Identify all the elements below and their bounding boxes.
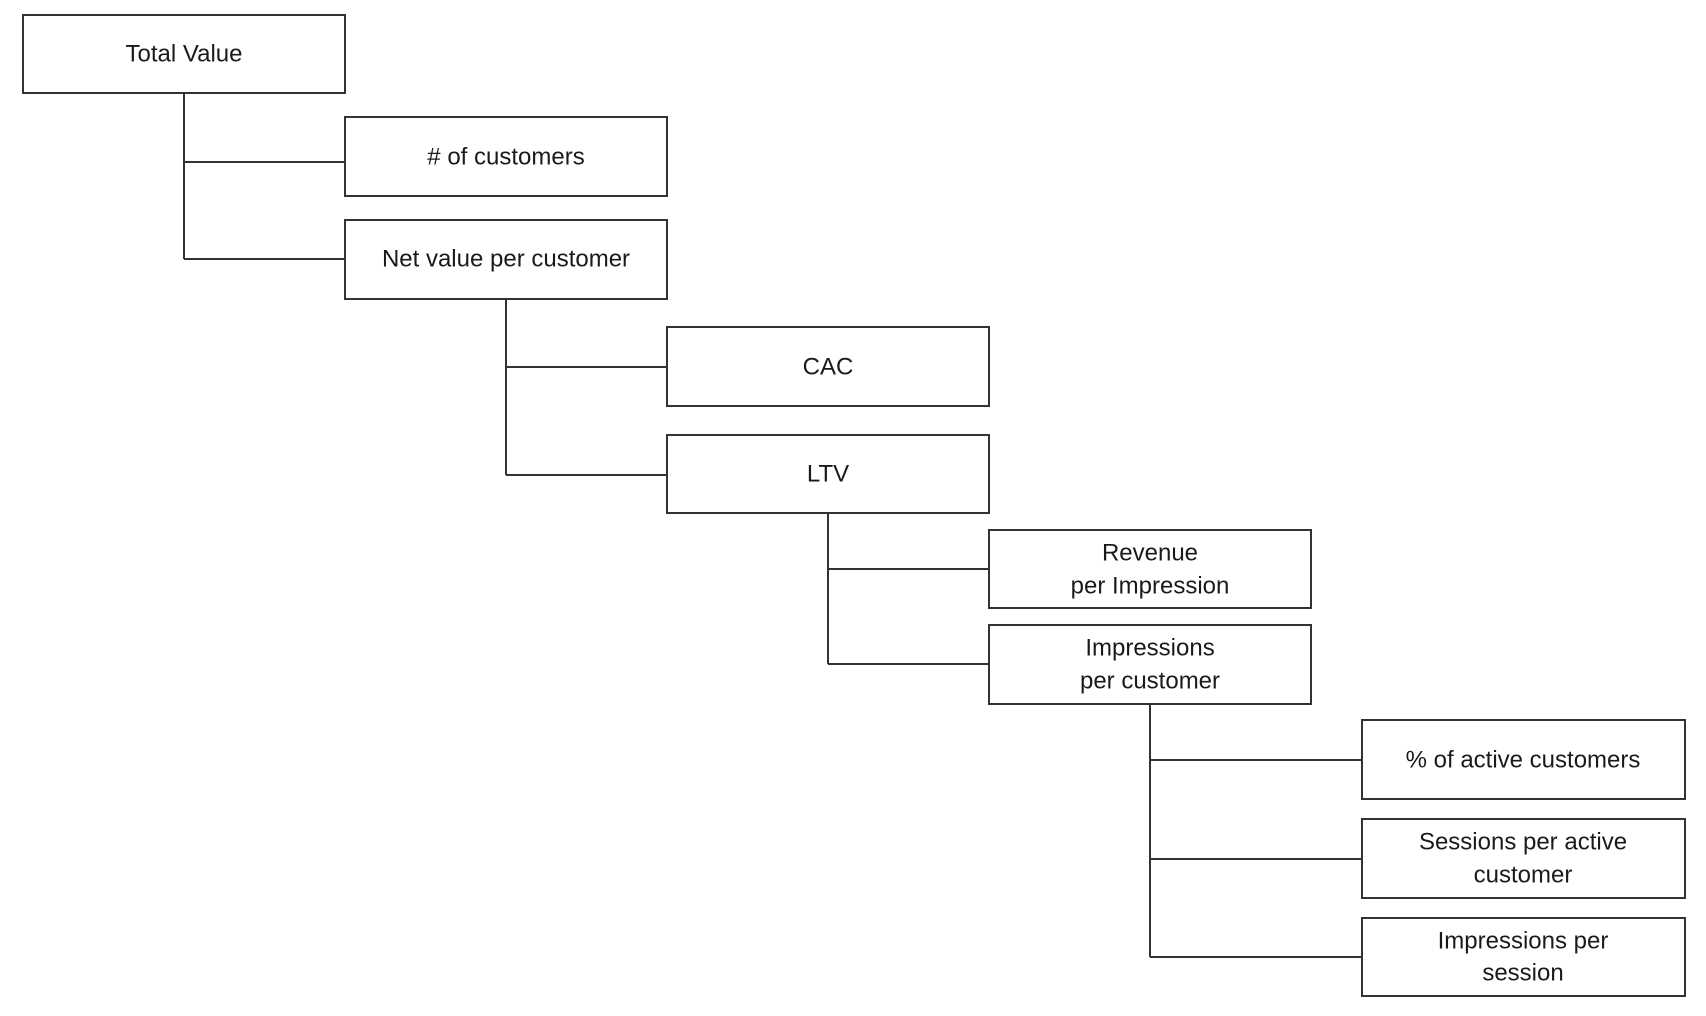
node-box xyxy=(666,326,990,407)
node-label-line-2: per customer xyxy=(1080,668,1220,695)
node-box xyxy=(1361,818,1686,899)
node-impressions-per-customer[interactable]: Impressions per customer xyxy=(988,624,1312,705)
node-total-value[interactable]: Total Value xyxy=(22,14,346,94)
node-box xyxy=(344,219,668,300)
node-cac[interactable]: CAC xyxy=(666,326,990,407)
connector-impressions-per-customer-children xyxy=(1149,704,1362,958)
node-label-line-1: Sessions per active xyxy=(1419,829,1627,856)
node-label-line-1: Impressions per xyxy=(1438,928,1609,955)
node-label: LTV xyxy=(807,461,849,488)
node-label-line-1: Revenue xyxy=(1102,540,1198,567)
node-label: Net value per customer xyxy=(382,246,630,273)
node-label: Total Value xyxy=(126,41,243,68)
node-revenue-per-impression[interactable]: Revenue per Impression xyxy=(988,529,1312,609)
node-box xyxy=(988,529,1312,609)
node-impressions-per-session[interactable]: Impressions per session xyxy=(1361,917,1686,997)
node-label: # of customers xyxy=(427,144,584,171)
connector-net-value-children xyxy=(505,299,667,476)
node-box xyxy=(1361,917,1686,997)
node-label-line-2: customer xyxy=(1474,862,1573,889)
node-number-of-customers[interactable]: # of customers xyxy=(344,116,668,197)
node-ltv[interactable]: LTV xyxy=(666,434,990,514)
node-label: CAC xyxy=(803,354,854,381)
node-label-line-1: Impressions xyxy=(1085,635,1214,662)
node-box xyxy=(22,14,346,94)
node-box xyxy=(988,624,1312,705)
node-label-line-2: session xyxy=(1482,960,1563,987)
connectors xyxy=(183,93,1362,958)
node-box xyxy=(344,116,668,197)
connector-total-value-children xyxy=(183,93,345,260)
node-label: % of active customers xyxy=(1406,747,1641,774)
node-net-value-per-customer[interactable]: Net value per customer xyxy=(344,219,668,300)
connector-ltv-children xyxy=(827,513,989,665)
node-box xyxy=(1361,719,1686,800)
node-sessions-per-active-customer[interactable]: Sessions per active customer xyxy=(1361,818,1686,899)
node-percent-active-customers[interactable]: % of active customers xyxy=(1361,719,1686,800)
node-box xyxy=(666,434,990,514)
node-label-line-2: per Impression xyxy=(1071,573,1230,600)
